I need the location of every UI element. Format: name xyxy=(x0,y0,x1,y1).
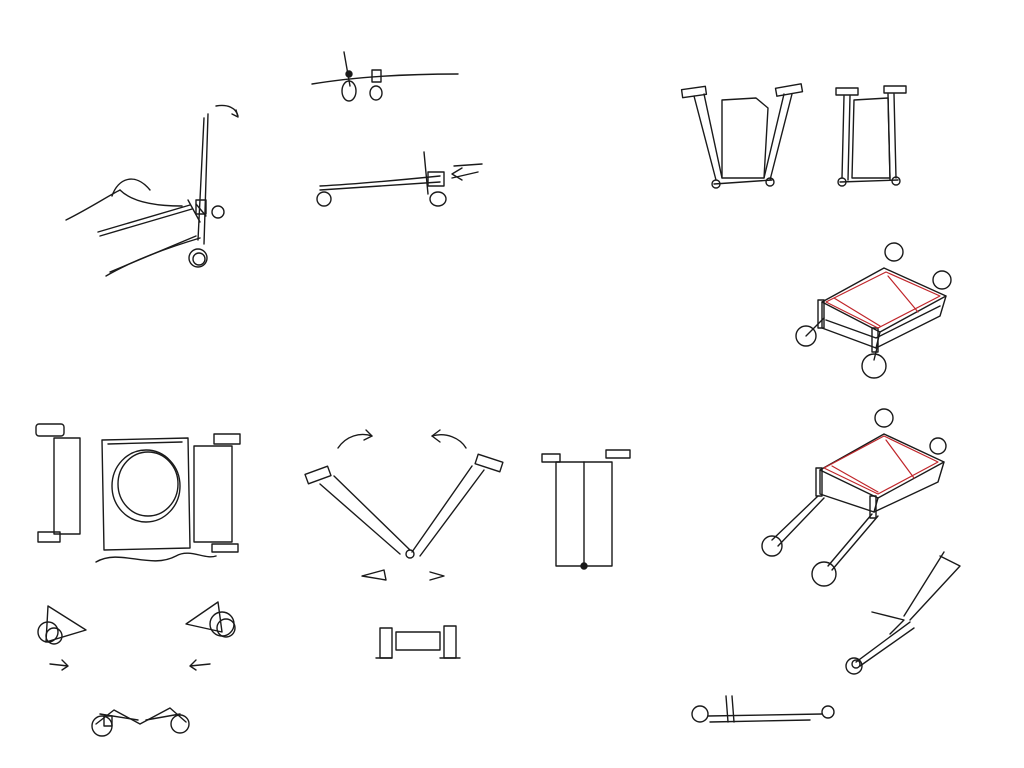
panel-trio-sketch xyxy=(35,423,241,563)
bottom-bar-wheels-sketch xyxy=(691,695,835,723)
cart-iso-small-sketch xyxy=(795,242,952,379)
pole-wheels-pair-sketch xyxy=(311,51,459,102)
leg-stroller-side-sketch xyxy=(65,104,239,277)
wheel-arm-right-sketch xyxy=(845,551,961,675)
single-panel-sketch xyxy=(541,449,631,570)
cart-iso-small-red-frame xyxy=(825,271,941,329)
cart-iso-long-red-frame xyxy=(823,435,939,495)
wheel-bottom-pair-sketch xyxy=(91,707,190,737)
cart-iso-long-sketch xyxy=(761,408,947,587)
fold-panels-open-sketch xyxy=(680,83,804,189)
v-panels-sketch xyxy=(304,429,504,581)
wheel-brackets-sketch xyxy=(37,601,236,671)
fold-panels-closed-sketch xyxy=(835,85,907,187)
bar-cart-side-sketch xyxy=(316,151,483,207)
small-tray-sketch xyxy=(375,625,461,659)
